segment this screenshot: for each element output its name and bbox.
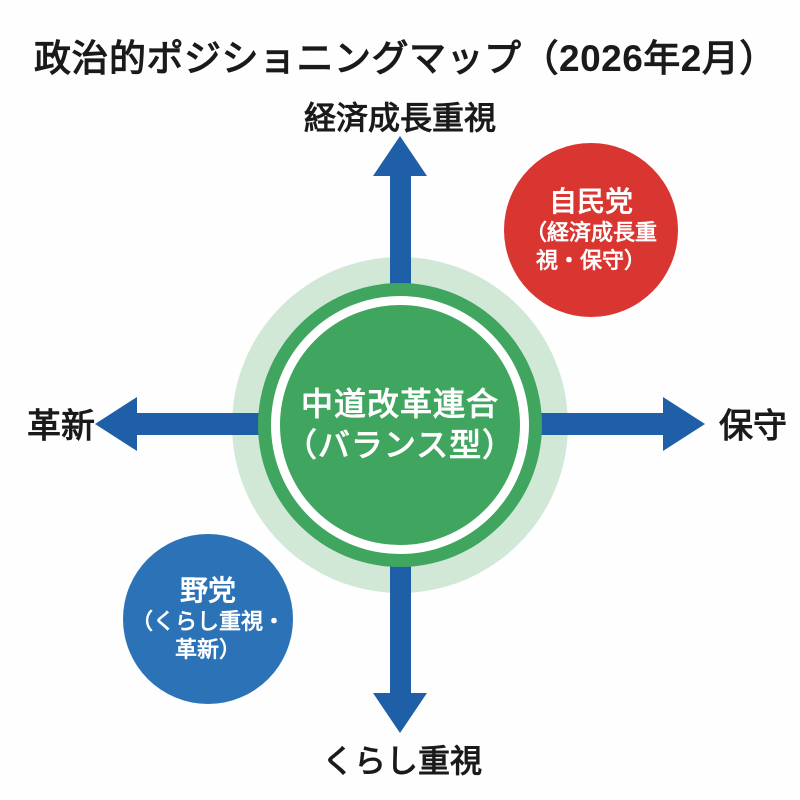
opposition-party-description: （くらし重視・ 革新） [130, 609, 285, 662]
axis-label-right: 保守 [719, 407, 787, 446]
axis-label-top: 経済成長重視 [303, 100, 497, 136]
opposition-party-circle: 野党 （くらし重視・ 革新） [123, 534, 293, 704]
arrow-right-icon [663, 397, 705, 451]
center-party-subtitle: （バランス型） [284, 427, 516, 463]
arrow-down-icon [373, 693, 427, 733]
ldp-party-description: （経済成長重 視・保守） [524, 220, 657, 273]
center-party-circle-inner: 中道改革連合 （バランス型） [271, 296, 529, 554]
arrow-left-icon [95, 397, 137, 451]
center-party-circle: 中道改革連合 （バランス型） [258, 283, 542, 567]
page-title: 政治的ポジショニングマップ（2026年2月） [34, 38, 777, 79]
opposition-party-name: 野党 [179, 575, 236, 606]
axis-label-bottom: くらし重視 [321, 743, 483, 779]
arrow-up-icon [373, 136, 427, 176]
center-party-name: 中道改革連合 [300, 386, 499, 422]
ldp-party-circle: 自民党 （経済成長重 視・保守） [504, 143, 678, 317]
axis-label-left: 革新 [27, 407, 95, 446]
ldp-party-name: 自民党 [548, 186, 633, 217]
